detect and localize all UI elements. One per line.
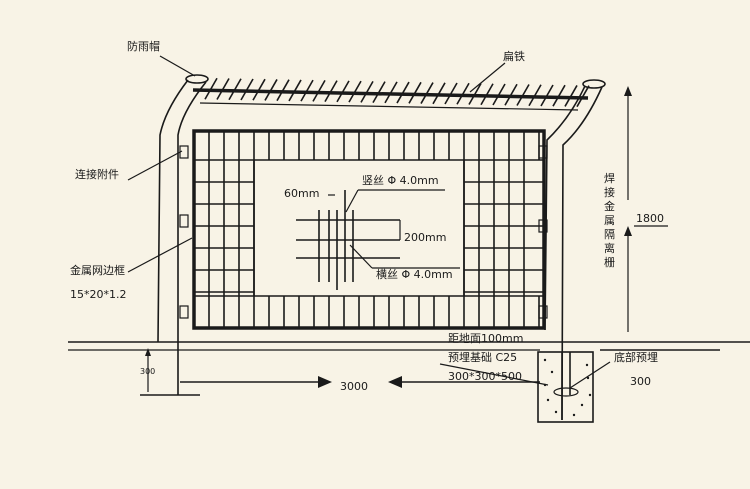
concrete-dot [550, 370, 554, 374]
frame-label: 金属网边框 [70, 263, 125, 277]
rail-picket [240, 78, 254, 101]
spacing-60-label: 60mm [284, 187, 319, 200]
connectors [179, 145, 548, 319]
rail-picket [360, 80, 374, 103]
foundation-size-label: 300*300*500 [448, 370, 522, 383]
rail-picket [288, 79, 302, 102]
rail-picket [552, 84, 566, 107]
bottom-embed-size-label: 300 [630, 375, 651, 388]
concrete-dot [543, 358, 547, 362]
span-dimension [180, 376, 540, 388]
rail-picket [216, 78, 230, 100]
rail-picket [336, 80, 350, 103]
frame-size-label: 15*20*1.2 [70, 288, 127, 301]
rail-picket [372, 81, 386, 103]
rail-picket [252, 78, 266, 101]
rail-picket [576, 85, 590, 108]
leader [349, 244, 373, 269]
depth-dimension [145, 348, 151, 392]
rail-picket [528, 84, 542, 107]
rail-picket [228, 78, 242, 101]
rail-picket [540, 84, 554, 107]
rail-picket [432, 82, 446, 105]
rail-picket [468, 83, 482, 105]
rain-cap-right [582, 79, 606, 89]
right-post [544, 79, 606, 421]
horizontal-wire-label: 横丝 Φ 4.0mm [376, 267, 453, 281]
foundation-label: 预埋基础 C25 [448, 351, 517, 364]
concrete-dot [580, 403, 584, 407]
rain-cap-left [185, 74, 209, 84]
rail-picket [480, 83, 494, 106]
spacing-200-label: 200mm [404, 231, 446, 244]
rail-picket [348, 80, 362, 103]
span-label: 3000 [340, 380, 368, 393]
top-rail [192, 77, 590, 111]
concrete-dot [588, 393, 592, 397]
rail-picket [384, 81, 398, 104]
ground-clearance-label: 距地面100mm [448, 332, 523, 345]
rail-picket [504, 83, 518, 106]
vertical-wire-label: 竖丝 Φ 4.0mm [362, 174, 439, 187]
leader-lines [127, 55, 611, 389]
height-dimension [624, 86, 668, 332]
concrete-dot [554, 410, 558, 414]
rail-picket [204, 77, 218, 100]
rail-picket [300, 79, 314, 102]
concrete-dot [585, 363, 589, 367]
wire-detail [296, 189, 460, 290]
rail-picket [276, 79, 290, 102]
left-post [157, 74, 209, 395]
flat-iron-label: 扁铁 [503, 50, 525, 63]
rail-picket [324, 80, 338, 103]
bottom-embed-label: 底部预埋 [614, 350, 658, 364]
rail-picket [264, 79, 278, 101]
panel-frame [192, 129, 546, 330]
depth-label: 300 [140, 367, 155, 376]
height-label: 1800 [636, 212, 664, 225]
rail-picket [564, 85, 578, 107]
rail-picket [516, 84, 530, 106]
rail-picket [408, 81, 422, 104]
rail-picket [492, 83, 506, 106]
mesh-panel [192, 129, 546, 330]
rail-picket [396, 81, 410, 104]
concrete-dot [546, 398, 550, 402]
foundation-block [537, 351, 594, 423]
fence-name-label: 焊接金属隔离栅 [604, 171, 615, 269]
rain-cap-label: 防雨帽 [127, 39, 160, 53]
leader [345, 189, 359, 213]
rail-picket [312, 80, 326, 102]
connector-label: 连接附件 [75, 167, 119, 181]
rail-picket [420, 82, 434, 104]
concrete-dot [572, 413, 576, 417]
rail-picket [444, 82, 458, 105]
rail-picket [456, 82, 470, 105]
